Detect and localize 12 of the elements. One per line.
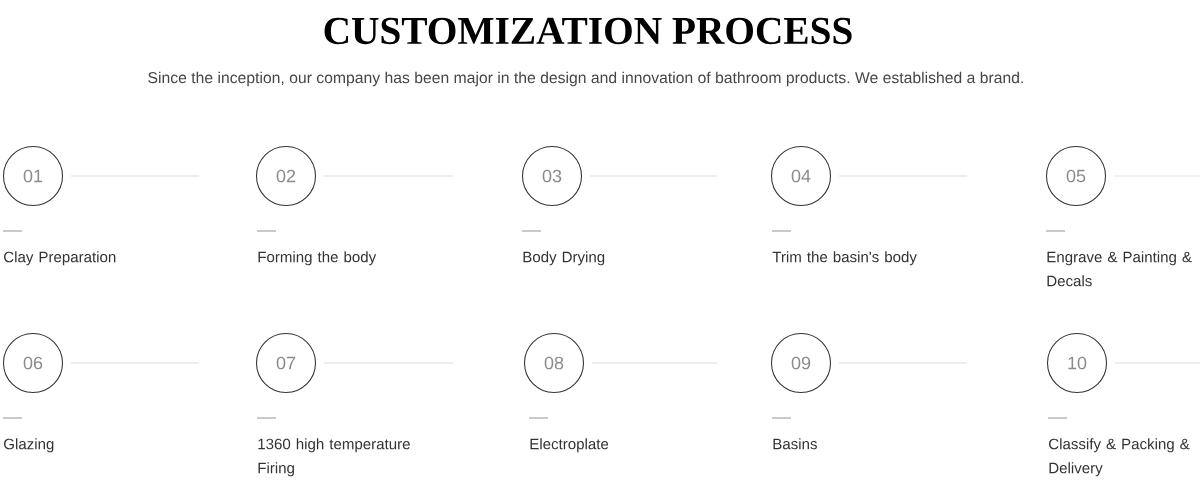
step-label: 1360 high temperature Firing [258, 438, 410, 477]
step-label: Classify & Packing & Delivery [1049, 438, 1190, 477]
step-label: Forming the body [258, 251, 377, 266]
step-label: Engrave & Painting & Decals [1047, 251, 1192, 287]
step-label: Glazing [4, 438, 54, 453]
step-label: Body Drying [523, 251, 605, 266]
step-label: Basins [773, 438, 817, 450]
step-label: Clay Preparation [4, 251, 116, 266]
step-label: Electroplate [530, 438, 609, 453]
title: CUSTOMIZATION PROCESS [324, 17, 852, 45]
subtitle: Since the inception, our company has been major in the design and innovation of bathroom products. We established a brand. [148, 71, 1023, 87]
step-label: Trim the basin's body [772, 251, 917, 266]
